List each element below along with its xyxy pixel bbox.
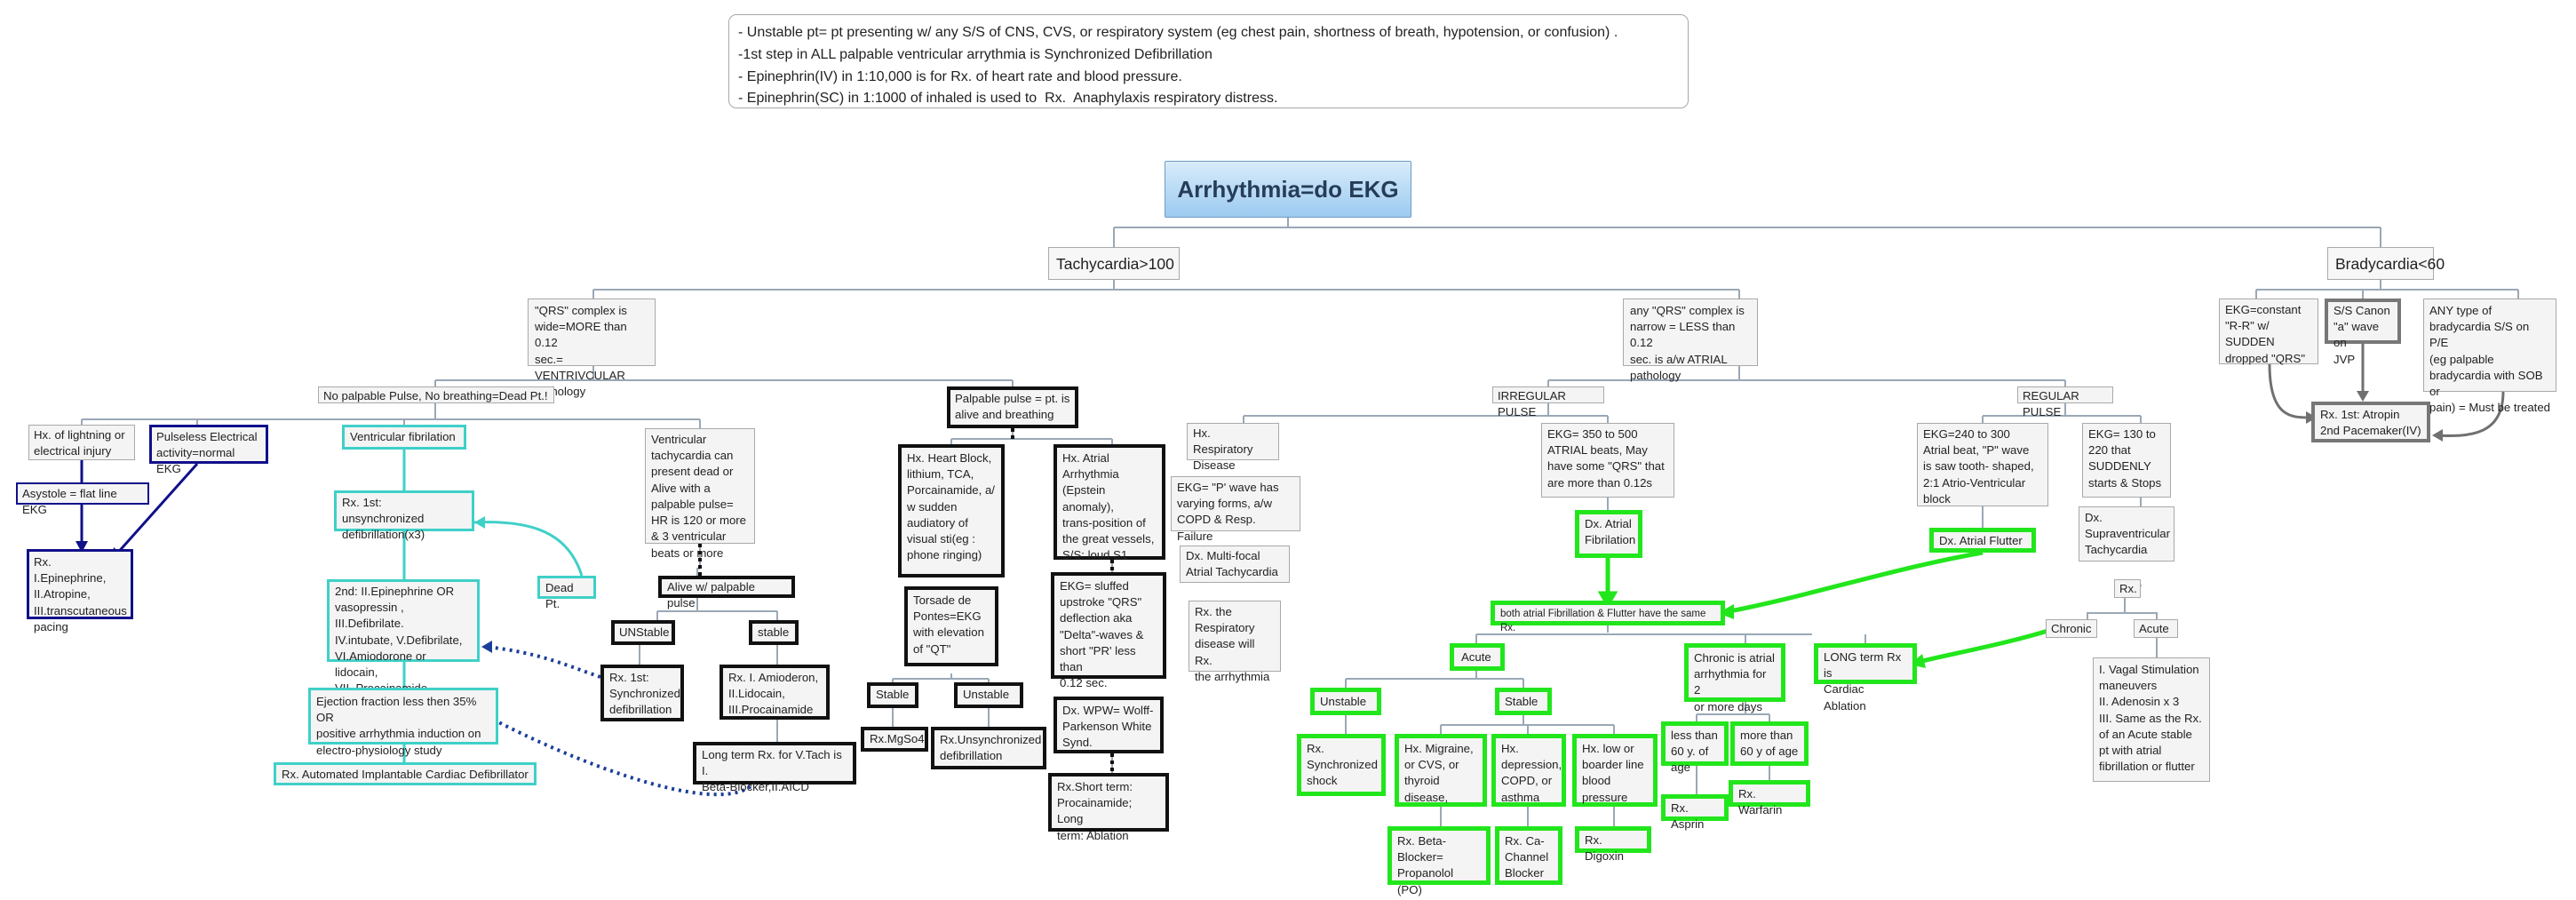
ekg-constant-node[interactable]: EKG=constant "R-R" w/ SUDDEN dropped "QR… bbox=[2219, 299, 2318, 365]
palpable-pulse-node[interactable]: Palpable pulse = pt. is alive and breath… bbox=[947, 386, 1078, 428]
unstable-a-node[interactable]: Unstable bbox=[1310, 688, 1381, 715]
dead-pt-node[interactable]: Dead Pt. bbox=[537, 576, 596, 610]
canon-a-node[interactable]: S/S Canon "a" wave on JVP bbox=[2325, 299, 2401, 366]
qrs-narrow-node[interactable]: any "QRS" complex is narrow = LESS than … bbox=[1623, 299, 1758, 382]
stable-t-node[interactable]: Stable bbox=[867, 682, 918, 708]
unstable-v-node[interactable]: UNStable bbox=[611, 620, 675, 645]
multifocal-node[interactable]: Dx. Multi-focal Atrial Tachycardia bbox=[1180, 546, 1290, 583]
qrs-wide-node[interactable]: "QRS" complex is wide=MORE than 0.12 sec… bbox=[528, 299, 656, 398]
ekg-slurred-node[interactable]: EKG= sluffed upstroke "QRS" deflection a… bbox=[1051, 572, 1166, 689]
hx-depression-node[interactable]: Hx. depression, COPD, or asthma bbox=[1491, 734, 1566, 807]
regular-pulse-node[interactable]: REGULAR PULSE bbox=[2017, 386, 2113, 418]
second-line-node[interactable]: 2nd: II.Epinephrine OR vasopressin , III… bbox=[327, 579, 480, 695]
rx-asprin-node[interactable]: Rx. Asprin bbox=[1661, 794, 1729, 831]
rx-unsync-x3-node[interactable]: Rx. 1st: unsynchronized defibrillation(x… bbox=[334, 490, 474, 541]
asystole-node[interactable]: Asystole = flat line EKG bbox=[16, 482, 149, 516]
chronic-afib-node[interactable]: Chronic is atrial arrhythmia for 2 or mo… bbox=[1684, 643, 1785, 713]
notes-box: - Unstable pt= pt presenting w/ any S/S … bbox=[728, 14, 1689, 108]
ekg-350-node[interactable]: EKG= 350 to 500 ATRIAL beats, May have s… bbox=[1541, 423, 1674, 498]
ejection-fraction-node[interactable]: Ejection fraction less then 35% OR posit… bbox=[308, 688, 498, 757]
hx-lightning-node[interactable]: Hx. of lightning or electrical injury bbox=[28, 425, 135, 460]
less-60-node[interactable]: less than 60 y. of age bbox=[1661, 721, 1729, 774]
note-line: -1st step in ALL palpable ventricular ar… bbox=[738, 46, 1212, 62]
hx-heart-block-node[interactable]: Hx. Heart Block, lithium, TCA, Porcainam… bbox=[898, 444, 1005, 577]
long-term-ablation-node[interactable]: LONG term Rx is Cardiac Ablation bbox=[1814, 643, 1917, 713]
tachycardia-node[interactable]: Tachycardia>100 bbox=[1048, 247, 1180, 280]
rx-atropin-node[interactable]: Rx. 1st: Atropin 2nd Pacemaker(IV) bbox=[2311, 402, 2430, 442]
svt-treatment-node[interactable]: I. Vagal Stimulation maneuvers II. Adeno… bbox=[2093, 657, 2210, 782]
ekg-p-wave-node[interactable]: EKG= "P' wave has varying forms, a/w COP… bbox=[1171, 476, 1300, 543]
rx-warfarin-node[interactable]: Rx. Warfarin bbox=[1729, 780, 1810, 816]
rx-amiodarone-node[interactable]: Rx. I. Amioderon, II.Lidocain, III.Proca… bbox=[720, 665, 830, 720]
wpw-rx-node[interactable]: Rx.Short term: Procainamide; Long term: … bbox=[1048, 773, 1169, 842]
hx-respiratory-node[interactable]: Hx. Respiratory Disease bbox=[1187, 423, 1279, 472]
rx-sync-defib-node[interactable]: Rx. 1st: Synchronized defibrillation bbox=[600, 665, 684, 721]
rx-digoxin-node[interactable]: Rx. Digoxin bbox=[1575, 826, 1651, 863]
long-term-vtach-node[interactable]: Long term Rx. for V.Tach is I. Beta-Bloc… bbox=[693, 742, 856, 793]
note-line: - Epinephrin(SC) in 1:1000 of inhaled is… bbox=[738, 91, 1278, 107]
no-pulse-node[interactable]: No palpable Pulse, No breathing=Dead Pt.… bbox=[318, 386, 554, 403]
rx-mgso4-node[interactable]: Rx.MgSo4 bbox=[861, 727, 928, 752]
dx-flutter-node[interactable]: Dx. Atrial Flutter bbox=[1929, 528, 2036, 553]
bradycardia-node[interactable]: Bradycardia<60 bbox=[2327, 247, 2445, 280]
irregular-pulse-node[interactable]: IRREGULAR PULSE bbox=[1492, 386, 1604, 418]
stable-a-node[interactable]: Stable bbox=[1495, 688, 1552, 715]
rx-respiratory-node[interactable]: Rx. the Respiratory disease will Rx. the… bbox=[1189, 601, 1281, 683]
chronic-svt-node[interactable]: Chronic bbox=[2046, 619, 2097, 638]
rx-ca-blocker-node[interactable]: Rx. Ca- Channel Blocker bbox=[1495, 826, 1562, 885]
stable-v-node[interactable]: stable bbox=[749, 620, 799, 645]
unstable-t-node[interactable]: Unstable bbox=[954, 682, 1023, 708]
dx-afib-node[interactable]: Dx. Atrial Fibrilation bbox=[1575, 510, 1642, 558]
hx-low-bp-node[interactable]: Hx. low or boarder line blood pressure bbox=[1572, 734, 1658, 807]
rx-sync-shock-node[interactable]: Rx. Synchronized shock bbox=[1297, 734, 1386, 796]
note-line: - Epinephrin(IV) in 1:10,000 is for Rx. … bbox=[738, 68, 1182, 84]
rx-beta-blocker-node[interactable]: Rx. Beta- Blocker= Propanolol (PO) bbox=[1387, 826, 1491, 896]
torsade-node[interactable]: Torsade de Pontes=EKG with elevation of … bbox=[904, 586, 998, 666]
vtach-node[interactable]: Ventricular tachycardia can present dead… bbox=[645, 428, 755, 560]
rx-unsync-defib-node[interactable]: Rx.Unsynchronized defibrillation bbox=[931, 727, 1046, 769]
note-line: - Unstable pt= pt presenting w/ any S/S … bbox=[738, 25, 1618, 40]
hx-migraine-node[interactable]: Hx. Migraine, or CVS, or thyroid disease… bbox=[1395, 734, 1487, 807]
rx-svt-node[interactable]: Rx. bbox=[2114, 579, 2141, 598]
alive-pulse-node[interactable]: Alive w/ palpable pulse bbox=[658, 576, 795, 609]
vfib-node[interactable]: Ventricular fibrilation bbox=[342, 425, 466, 450]
rx-epinephrine-node[interactable]: Rx. I.Epinephrine, II.Atropine, III.tran… bbox=[27, 549, 133, 633]
ekg-130-node[interactable]: EKG= 130 to 220 that SUDDENLY starts & S… bbox=[2082, 423, 2171, 498]
root-node[interactable]: Arrhythmia=do EKG bbox=[1165, 161, 1411, 218]
pea-node[interactable]: Pulseless Electrical activity=normal EKG bbox=[149, 425, 268, 475]
acute-node[interactable]: Acute bbox=[1450, 643, 1505, 671]
wpw-node[interactable]: Dx. WPW= Wolff- Parkenson White Synd. bbox=[1053, 697, 1164, 753]
ekg-240-node[interactable]: EKG=240 to 300 Atrial beat, "P" wave is … bbox=[1917, 423, 2048, 506]
more-60-node[interactable]: more than 60 y of age bbox=[1730, 721, 1809, 766]
same-rx-node[interactable]: both atrial Fibrillation & Flutter have … bbox=[1491, 601, 1725, 633]
dx-svt-node[interactable]: Dx. Supraventricular Tachycardia bbox=[2079, 506, 2174, 562]
acute-svt-node[interactable]: Acute bbox=[2134, 619, 2178, 638]
any-brady-node[interactable]: ANY type of bradycardia S/S on P/E (eg p… bbox=[2423, 299, 2556, 414]
aicd-node[interactable]: Rx. Automated Implantable Cardiac Defibr… bbox=[274, 762, 537, 785]
hx-atrial-arrhythmia-node[interactable]: Hx. Atrial Arrhythmia (Epstein anomaly),… bbox=[1053, 444, 1165, 562]
